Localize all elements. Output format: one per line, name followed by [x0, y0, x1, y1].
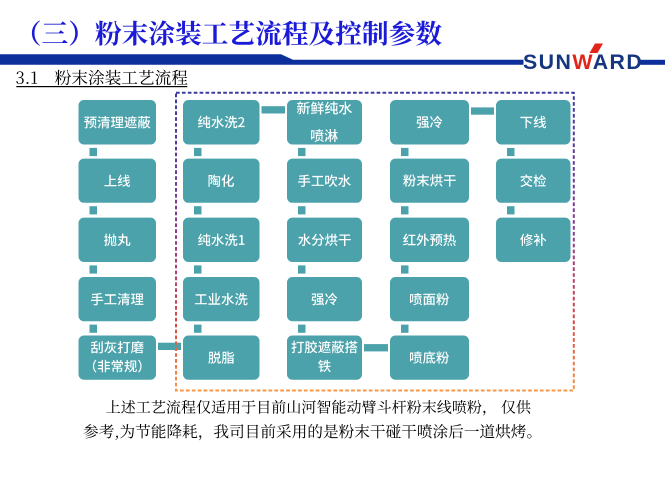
svg-text:SUNWARD: SUNWARD	[523, 50, 643, 74]
